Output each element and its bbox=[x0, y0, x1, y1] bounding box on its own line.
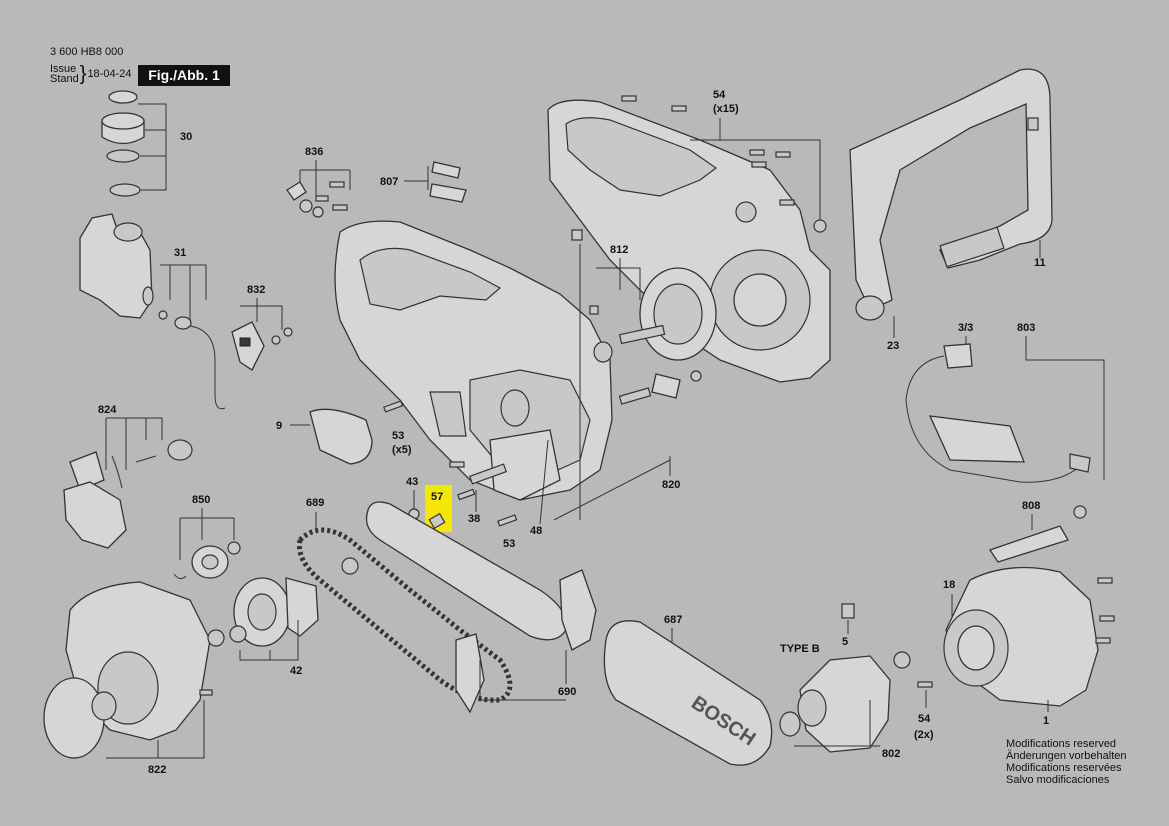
figure-badge: Fig./Abb. 1 bbox=[138, 65, 230, 86]
part-18-motor-housing[interactable] bbox=[943, 566, 1115, 707]
label-54-bottom-qty: (2x) bbox=[914, 729, 934, 741]
part-690-guide-bar[interactable] bbox=[365, 501, 597, 714]
label-54-bottom: 54 bbox=[918, 713, 931, 725]
label-822: 822 bbox=[148, 764, 166, 776]
part-number: 3 600 HB8 000 bbox=[50, 46, 124, 58]
note-fr: Modifications reservées bbox=[1006, 762, 1122, 774]
label-18: 18 bbox=[943, 579, 955, 591]
label-812: 812 bbox=[610, 244, 628, 256]
part-808-strip[interactable] bbox=[988, 525, 1069, 563]
part-803-electronics[interactable] bbox=[905, 343, 1091, 519]
part-57-bolt[interactable] bbox=[428, 512, 446, 530]
label-57: 57 bbox=[431, 491, 443, 503]
issue-label: Issue bbox=[50, 63, 77, 75]
label-836: 836 bbox=[305, 146, 323, 158]
label-5: 5 bbox=[842, 636, 848, 648]
part-850-sprocket[interactable] bbox=[173, 541, 241, 580]
part-53-screw-mid[interactable] bbox=[497, 514, 518, 527]
label-803: 803 bbox=[1017, 322, 1035, 334]
issue-date: 18-04-24 bbox=[87, 68, 132, 80]
note-de: Änderungen vorbehalten bbox=[1006, 750, 1127, 762]
label-54-top: 54 bbox=[713, 89, 726, 101]
label-53-left: 53 bbox=[392, 430, 404, 442]
label-42: 42 bbox=[290, 665, 302, 677]
part-807-labels[interactable] bbox=[429, 161, 467, 203]
part-11-front-handle[interactable] bbox=[849, 68, 1053, 321]
part-687-chain-cover[interactable]: BOSCH bbox=[603, 620, 773, 766]
label-807: 807 bbox=[380, 176, 398, 188]
label-31: 31 bbox=[174, 247, 186, 259]
note-es: Salvo modificaciones bbox=[1006, 774, 1110, 786]
note-en: Modifications reserved bbox=[1006, 738, 1117, 750]
housing-right-half[interactable] bbox=[547, 99, 831, 383]
label-802: 802 bbox=[882, 748, 900, 760]
label-832: 832 bbox=[247, 284, 265, 296]
label-689: 689 bbox=[306, 497, 324, 509]
part-5-plug[interactable] bbox=[841, 603, 855, 619]
modification-notes: Modifications reserved Änderungen vorbeh… bbox=[1006, 738, 1126, 786]
label-9: 9 bbox=[276, 420, 282, 432]
part-42-brake[interactable] bbox=[229, 577, 319, 647]
label-820: 820 bbox=[662, 479, 680, 491]
label-690: 690 bbox=[558, 686, 576, 698]
part-30-oil-cap[interactable] bbox=[101, 90, 167, 197]
part-53-screw[interactable] bbox=[383, 400, 404, 413]
label-808: 808 bbox=[1022, 500, 1040, 512]
part-31-oil-line[interactable] bbox=[158, 310, 226, 410]
part-820-bolts[interactable] bbox=[618, 370, 702, 405]
doc-header: 3 600 HB8 000 Issue Stand } 18-04-24 bbox=[50, 46, 132, 85]
housing-left-half[interactable] bbox=[334, 220, 613, 501]
part-812-gear[interactable] bbox=[571, 229, 717, 363]
part-824-trigger[interactable] bbox=[63, 439, 193, 549]
part-802-motor[interactable] bbox=[779, 651, 911, 753]
part-822-side-cover[interactable] bbox=[43, 581, 225, 759]
part-9-cover-plate[interactable] bbox=[309, 408, 373, 465]
oil-tank[interactable] bbox=[79, 213, 154, 319]
label-3-3: 3/3 bbox=[958, 322, 973, 334]
part-54-screws[interactable] bbox=[621, 95, 827, 233]
label-11: 11 bbox=[1034, 257, 1046, 269]
label-687: 687 bbox=[664, 614, 682, 626]
label-38: 38 bbox=[468, 513, 480, 525]
label-53-left-qty: (x5) bbox=[392, 444, 412, 456]
label-54-top-qty: (x15) bbox=[713, 103, 739, 115]
label-1: 1 bbox=[1043, 715, 1049, 727]
label-30: 30 bbox=[180, 131, 192, 143]
part-38-tensioner[interactable] bbox=[449, 429, 561, 501]
label-43: 43 bbox=[406, 476, 418, 488]
label-53-mid: 53 bbox=[503, 538, 515, 550]
part-54-screw-bottom[interactable] bbox=[917, 681, 933, 688]
stand-label: Stand bbox=[50, 73, 79, 85]
label-23: 23 bbox=[887, 340, 899, 352]
part-836-fasteners[interactable] bbox=[286, 181, 348, 218]
brace: } bbox=[79, 63, 87, 85]
label-824: 824 bbox=[98, 404, 117, 416]
part-832-switch[interactable] bbox=[231, 321, 293, 371]
label-850: 850 bbox=[192, 494, 210, 506]
type-b-label: TYPE B bbox=[780, 643, 820, 655]
label-48: 48 bbox=[530, 525, 542, 537]
part-689-saw-chain[interactable] bbox=[296, 527, 513, 703]
